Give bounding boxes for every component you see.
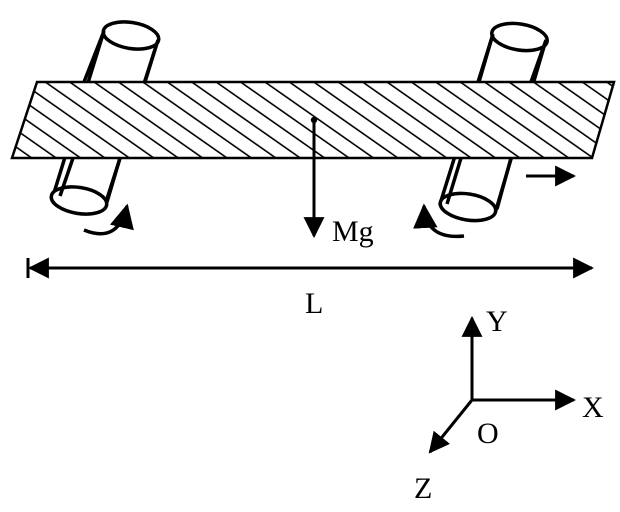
z-axis-arrow bbox=[428, 399, 474, 454]
axis-y-label: Y bbox=[486, 305, 508, 338]
origin-label: O bbox=[477, 417, 499, 450]
weight-label: Mg bbox=[332, 215, 374, 248]
hatched-slab bbox=[10, 80, 616, 160]
axis-x-label: X bbox=[582, 391, 604, 424]
left-rotation-arrow bbox=[83, 203, 134, 236]
coordinate-axes bbox=[428, 315, 577, 454]
length-label: L bbox=[305, 287, 323, 320]
left-cylinder-bottom-face bbox=[49, 185, 109, 216]
axis-z-label: Z bbox=[414, 472, 432, 505]
right-cylinder-bottom-face bbox=[438, 191, 498, 223]
length-dimension bbox=[26, 257, 595, 279]
right-rotation-arrow bbox=[413, 203, 465, 239]
